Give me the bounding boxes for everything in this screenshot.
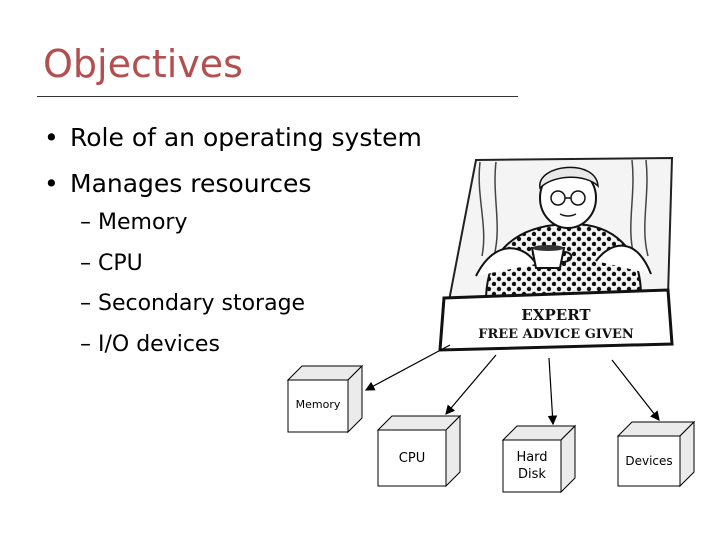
- bullet-dot-icon: •: [44, 169, 59, 198]
- arrow-to-hard-disk: [547, 357, 558, 426]
- sub-bullet-item: – I/O devices: [80, 331, 220, 357]
- bullet-item: • Role of an operating system: [44, 115, 422, 161]
- arrow-to-cpu: [445, 354, 497, 415]
- hard-disk-label: Hard Disk: [503, 449, 561, 483]
- bullet-text: Role of an operating system: [70, 123, 422, 152]
- cpu-label: CPU: [398, 451, 426, 466]
- bullet-dot-icon: •: [44, 123, 59, 152]
- sub-bullet-item: – Secondary storage: [80, 291, 306, 316]
- hard-disk-box: [501, 424, 577, 494]
- hard-disk-label-line-2: Disk: [518, 467, 546, 482]
- slide-title: Objectives: [43, 42, 243, 86]
- sub-bullet-item: – CPU: [80, 250, 143, 276]
- expert-advice-cartoon-image: EXPERT FREE ADVICE GIVEN: [438, 156, 674, 352]
- arrow-to-memory: [364, 344, 451, 391]
- devices-box: [616, 420, 696, 488]
- cpu-box: [376, 414, 462, 488]
- memory-box: [286, 364, 364, 434]
- cartoon-sign-line-1: EXPERT: [521, 306, 591, 324]
- bullet-list: • Role of an operating system • Manages re…: [44, 115, 422, 207]
- title-divider: [37, 96, 518, 97]
- bullet-item: • Manages resources: [44, 161, 422, 207]
- memory-label: Memory: [295, 398, 341, 411]
- devices-label: Devices: [625, 454, 673, 468]
- arrow-to-devices: [611, 359, 660, 421]
- sub-bullet-list: – Memory – CPU – Secondary storage – I/O…: [80, 203, 305, 365]
- cartoon-sign-line-2: FREE ADVICE GIVEN: [478, 327, 634, 342]
- sub-bullet-item: – Memory: [80, 210, 188, 235]
- bullet-text: Manages resources: [70, 169, 312, 198]
- hard-disk-label-line-1: Hard: [516, 450, 548, 465]
